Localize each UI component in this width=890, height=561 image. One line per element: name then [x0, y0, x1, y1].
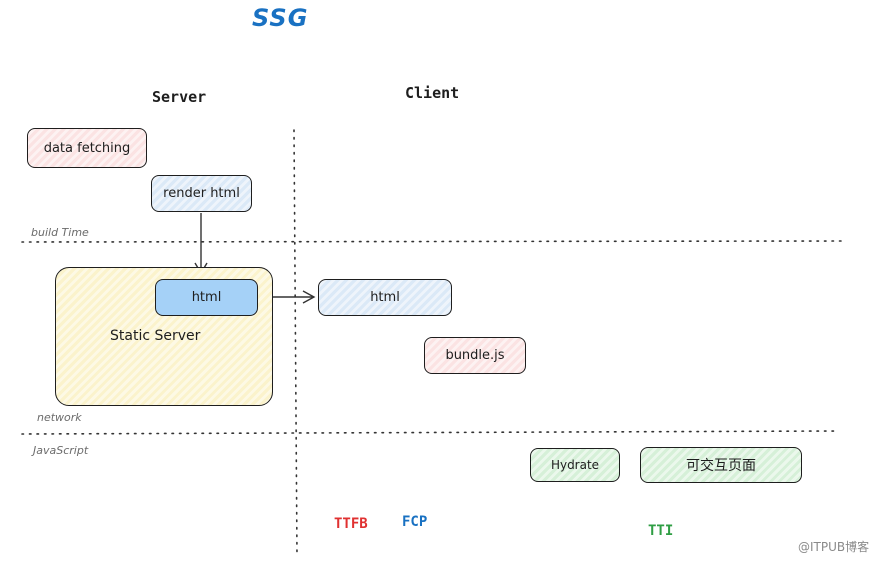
build-time-divider: [21, 240, 843, 243]
javascript-label: JavaScript: [33, 444, 89, 457]
hydrate-box: Hydrate: [530, 448, 620, 482]
data-fetching-label: data fetching: [43, 140, 131, 156]
bundle-js-box: bundle.js: [424, 337, 526, 374]
render-html-box: render html: [151, 175, 252, 212]
render-html-label: render html: [163, 186, 240, 201]
ttfb-marker: TTFB: [334, 516, 368, 532]
fcp-marker: FCP: [402, 514, 428, 530]
static-server-label: Static Server: [110, 328, 201, 344]
network-label: network: [37, 411, 82, 424]
tti-marker: TTI: [648, 523, 674, 539]
build-time-label: build Time: [31, 226, 89, 239]
hydrate-label: Hydrate: [550, 458, 600, 472]
network-divider: [21, 430, 839, 435]
bundle-js-label: bundle.js: [445, 348, 505, 363]
server-column-heading: Server: [152, 88, 207, 106]
server-html-box: html: [155, 279, 258, 316]
server-html-label: html: [191, 290, 222, 305]
diagram-title: SSG: [252, 4, 309, 32]
interactive-page-box: 可交互页面: [640, 447, 802, 483]
client-html-box: html: [318, 279, 452, 316]
server-client-divider: [293, 129, 298, 557]
client-html-label: html: [370, 290, 400, 305]
data-fetching-box: data fetching: [27, 128, 147, 168]
client-column-heading: Client: [405, 84, 460, 102]
watermark: @ITPUB博客: [798, 540, 870, 554]
interactive-page-label: 可交互页面: [686, 458, 756, 474]
